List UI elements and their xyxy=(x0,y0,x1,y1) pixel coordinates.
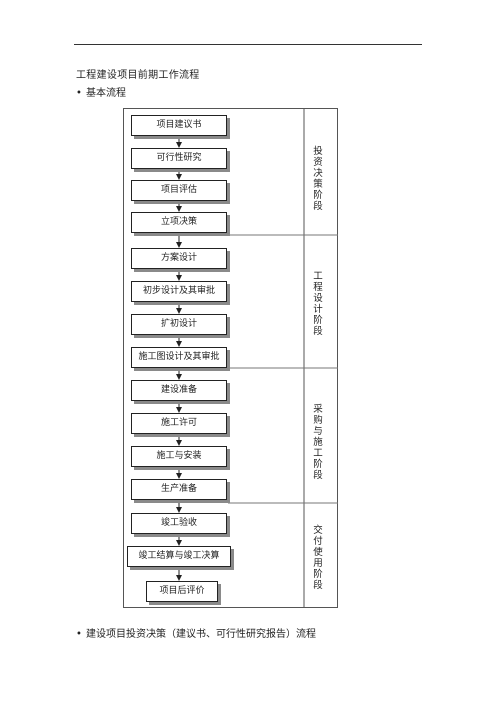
step-project-evaluation: 项目评估 xyxy=(131,180,227,201)
step-scheme-design: 方案设计 xyxy=(131,248,227,269)
step-approval-decision: 立项决策 xyxy=(131,212,227,233)
phase-investment-decision: 投资决策阶段 xyxy=(313,146,323,212)
step-project-proposal: 项目建议书 xyxy=(131,115,227,136)
bullet-investment-decision-process: • 建设项目投资决策（建议书、可行性研究报告）流程 xyxy=(76,625,316,640)
step-preliminary-design: 初步设计及其审批 xyxy=(131,281,227,302)
step-post-evaluation: 项目后评价 xyxy=(146,581,218,602)
bullet-basic-process: • 基本流程 xyxy=(76,84,126,99)
bullet-text: 建设项目投资决策（建议书、可行性研究报告）流程 xyxy=(86,629,316,640)
process-flowchart: 项目建议书 可行性研究 项目评估 立项决策 方案设计 初步设计及其审批 扩初设计… xyxy=(123,108,338,608)
phase-delivery-use: 交付使用阶段 xyxy=(313,525,323,591)
step-completion-acceptance: 竣工验收 xyxy=(131,513,227,534)
header-rule xyxy=(74,44,422,45)
phase-procurement-construction: 采购与施工阶段 xyxy=(313,404,323,481)
step-construction-permit: 施工许可 xyxy=(131,413,227,434)
step-final-settlement: 竣工结算与竣工决算 xyxy=(127,546,231,567)
document-title: 工程建设项目前期工作流程 xyxy=(76,70,200,81)
flowchart-lines xyxy=(123,108,338,608)
step-construction-drawing: 施工图设计及其审批 xyxy=(131,347,227,368)
step-construction-preparation: 建设准备 xyxy=(131,380,227,401)
flowchart-frame xyxy=(123,108,338,608)
phase-engineering-design: 工程设计阶段 xyxy=(313,271,323,337)
step-production-preparation: 生产准备 xyxy=(131,479,227,500)
step-extended-design: 扩初设计 xyxy=(131,314,227,335)
bullet-text: 基本流程 xyxy=(86,88,126,99)
bullet-dot: • xyxy=(76,629,82,640)
step-construction-installation: 施工与安装 xyxy=(131,446,227,467)
step-feasibility-study: 可行性研究 xyxy=(131,148,227,169)
bullet-dot: • xyxy=(76,88,82,99)
